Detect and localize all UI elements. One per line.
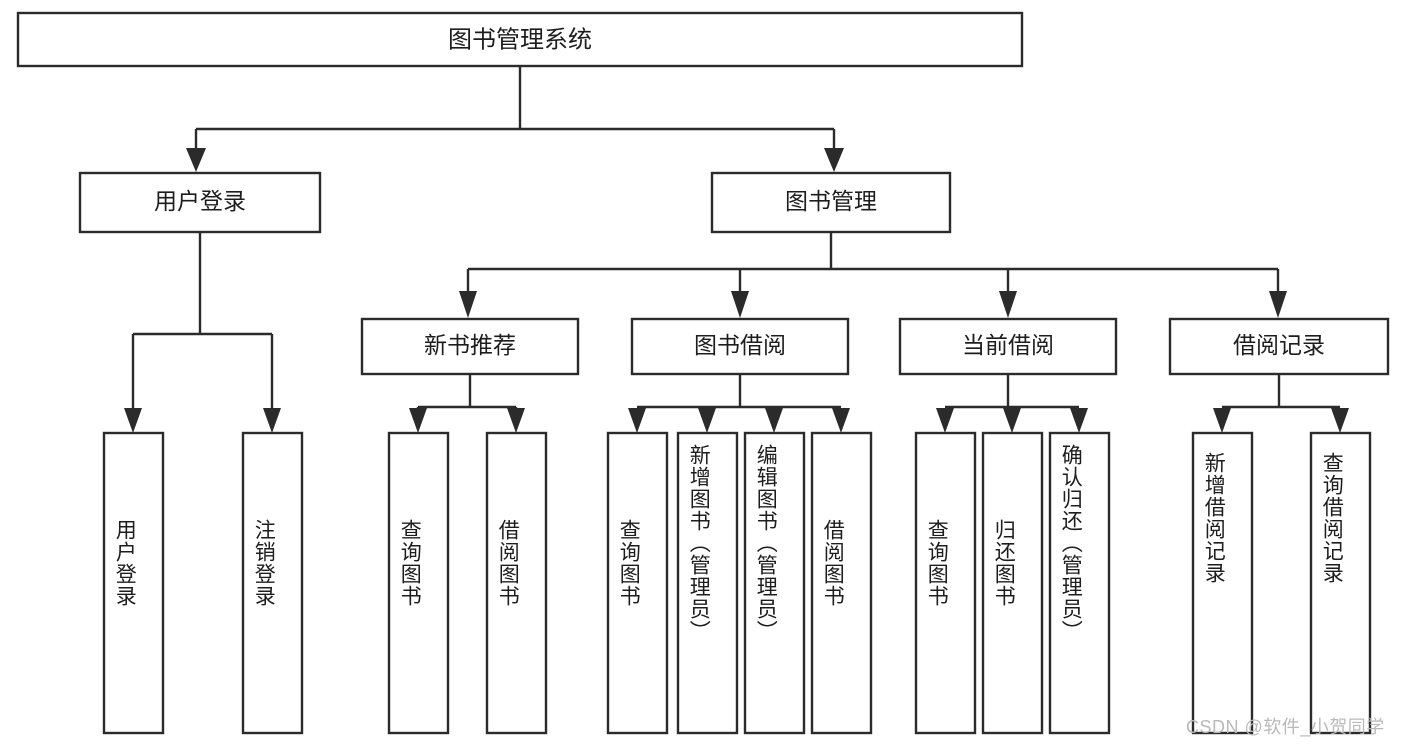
leaf-box-current-borrow-0[interactable] — [914, 431, 977, 735]
arrowhead-new-book-leaf-1 — [507, 408, 525, 433]
arrowhead-borrow-record-leaf-1 — [1331, 408, 1349, 433]
arrowhead-l3-3 — [1269, 291, 1287, 318]
leaf-box-book-borrow-0[interactable] — [606, 431, 669, 735]
leaf-box-current-borrow-2[interactable] — [1048, 431, 1111, 735]
arrowhead-book-borrow-leaf-2 — [765, 408, 783, 433]
leaf-box-current-borrow-1[interactable] — [981, 431, 1044, 735]
arrowhead-current-borrow-leaf-2 — [1070, 408, 1088, 433]
node-book-manage-box[interactable] — [710, 171, 952, 234]
arrowhead-new-book-leaf-0 — [409, 408, 427, 433]
leaf-box-borrow-record-1[interactable] — [1309, 431, 1372, 735]
leaf-box-borrow-record-0[interactable] — [1191, 431, 1254, 735]
node-current-borrow-box[interactable] — [898, 317, 1118, 376]
node-root-label: 图书管理系统 — [448, 26, 592, 53]
arrowhead-l3-0 — [459, 291, 477, 318]
leaf-box-book-borrow-3[interactable] — [810, 431, 873, 735]
node-book-manage[interactable]: 图书管理 — [710, 171, 952, 234]
node-book-borrow[interactable]: 图书借阅 — [630, 317, 850, 376]
node-current-borrow[interactable]: 当前借阅 — [898, 317, 1118, 376]
arrowhead-to-user-login — [186, 148, 206, 172]
leaf-box-book-borrow-1[interactable] — [676, 431, 739, 735]
arrowhead-borrow-record-leaf-0 — [1213, 408, 1231, 433]
arrowhead-book-borrow-leaf-0 — [628, 408, 646, 433]
leaf-box-new-book-1[interactable] — [485, 431, 548, 735]
arrowhead-l3-1 — [731, 291, 749, 318]
arrowhead-current-borrow-leaf-0 — [936, 408, 954, 433]
arrowhead-to-book-manage — [824, 148, 844, 172]
node-borrow-record-box[interactable] — [1168, 317, 1390, 376]
node-book-manage-label: 图书管理 — [785, 188, 877, 214]
arrowhead-user-login-leaf-0 — [124, 408, 142, 433]
arrowhead-l3-2 — [999, 291, 1017, 318]
leaf-box-user-login-1[interactable] — [241, 431, 304, 735]
node-user-login[interactable]: 用户登录 — [78, 171, 322, 234]
node-new-book-recommend-label: 新书推荐 — [424, 332, 516, 358]
node-book-borrow-box[interactable] — [630, 317, 850, 376]
leaf-box-book-borrow-2[interactable] — [743, 431, 806, 735]
node-root-box[interactable] — [16, 11, 1024, 68]
arrowhead-book-borrow-leaf-3 — [832, 408, 850, 433]
leaf-box-user-login-0[interactable] — [102, 431, 165, 735]
node-new-book-recommend-box[interactable] — [360, 317, 580, 376]
arrowhead-current-borrow-leaf-1 — [1003, 408, 1021, 433]
node-book-borrow-label: 图书借阅 — [694, 332, 786, 358]
leaf-box-new-book-0[interactable] — [387, 431, 450, 735]
node-current-borrow-label: 当前借阅 — [962, 332, 1054, 358]
node-borrow-record[interactable]: 借阅记录 — [1168, 317, 1390, 376]
csdn-watermark: CSDN @软件_小贺同学 — [1186, 717, 1385, 737]
node-user-login-label: 用户登录 — [154, 188, 246, 214]
node-borrow-record-label: 借阅记录 — [1233, 332, 1325, 358]
node-new-book-recommend[interactable]: 新书推荐 — [360, 317, 580, 376]
node-root[interactable]: 图书管理系统 — [16, 11, 1024, 68]
arrowhead-book-borrow-leaf-1 — [698, 408, 716, 433]
arrowhead-user-login-leaf-1 — [263, 408, 281, 433]
